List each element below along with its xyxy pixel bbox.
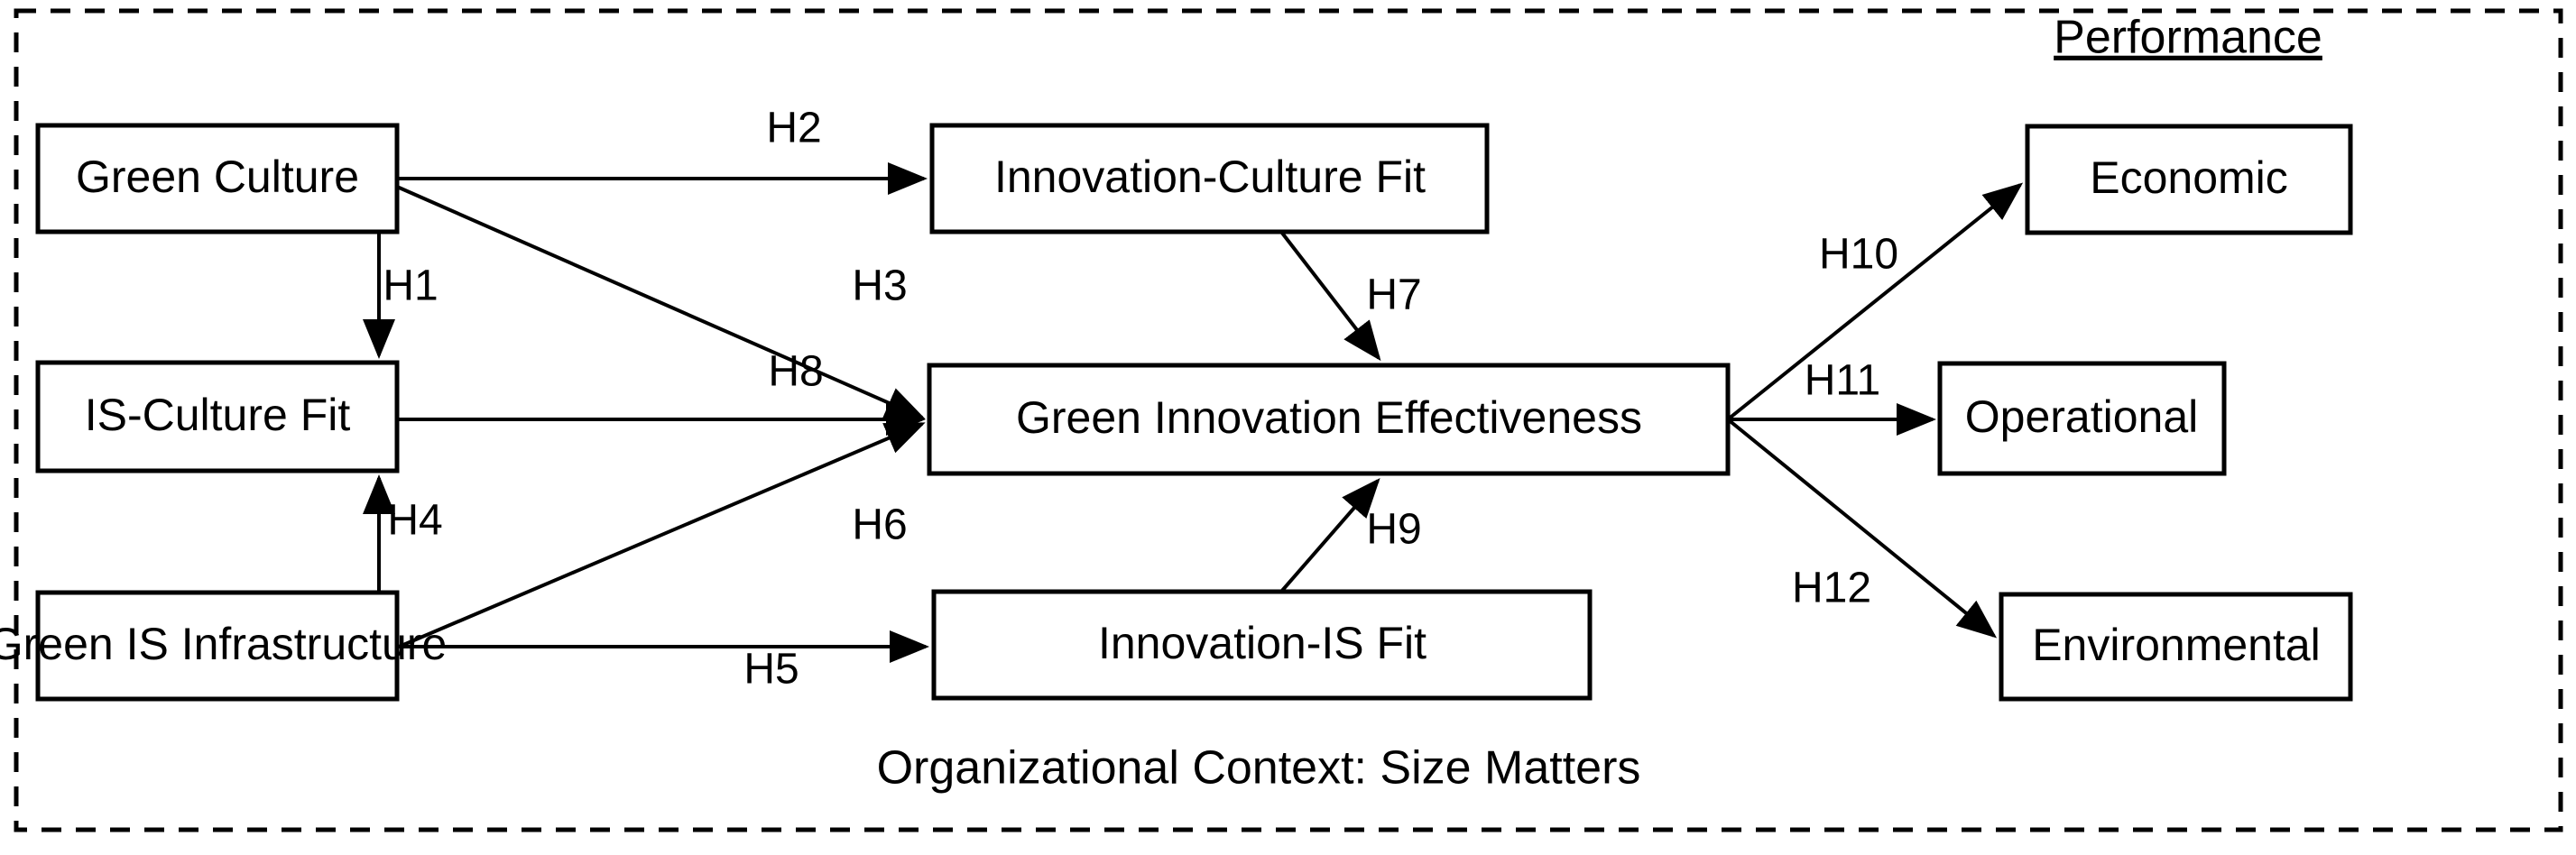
node-green-innovation-effectiveness[interactable]: Green Innovation Effectiveness	[927, 363, 1731, 476]
edge-label-h7: H7	[1366, 271, 1421, 319]
edge-label-h2: H2	[766, 105, 821, 152]
node-label-is-culture-fit: IS-Culture Fit	[85, 390, 351, 440]
node-box-is-culture-fit[interactable]	[35, 360, 400, 473]
node-box-operational[interactable]	[1937, 361, 2227, 476]
performance-group-title: Performance	[2054, 12, 2322, 64]
node-innovation-culture-fit[interactable]: Innovation-Culture Fit	[929, 123, 1490, 234]
node-label-green-culture: Green Culture	[76, 152, 359, 202]
edge-h6-line	[396, 422, 926, 649]
edge-h12-line	[1726, 418, 1998, 639]
node-label-operational: Operational	[1965, 391, 2199, 442]
edge-label-h6: H6	[852, 501, 907, 549]
node-is-culture-fit[interactable]: IS-Culture Fit	[35, 360, 400, 473]
edge-label-h8: H8	[768, 348, 823, 396]
edge-h9-line	[1279, 477, 1380, 593]
node-box-green-is-infrastructure[interactable]	[35, 590, 400, 702]
node-label-green-innovation-effectiveness: Green Innovation Effectiveness	[1016, 392, 1642, 443]
node-label-innovation-is-fit: Innovation-IS Fit	[1098, 618, 1426, 668]
edge-label-h4: H4	[387, 497, 442, 545]
node-environmental[interactable]: Environmental	[1999, 592, 2353, 702]
edge-h3-line	[396, 185, 926, 419]
edge-h7-line	[1279, 230, 1381, 362]
node-economic[interactable]: Economic	[2025, 124, 2353, 235]
node-label-economic: Economic	[2090, 152, 2288, 203]
node-operational[interactable]: Operational	[1937, 361, 2227, 476]
edge-label-h1: H1	[383, 262, 438, 310]
edge-label-h11: H11	[1805, 357, 1881, 405]
edge-label-h12: H12	[1792, 565, 1871, 612]
organizational-context-caption: Organizational Context: Size Matters	[877, 742, 1641, 795]
node-box-innovation-is-fit[interactable]	[931, 589, 1593, 701]
edge-label-h10: H10	[1819, 231, 1898, 279]
node-box-economic[interactable]	[2025, 124, 2353, 235]
node-box-green-culture[interactable]	[35, 123, 400, 234]
node-box-green-innovation-effectiveness[interactable]	[927, 363, 1731, 476]
edge-label-h5: H5	[743, 646, 799, 694]
node-label-environmental: Environmental	[2032, 620, 2321, 670]
node-label-innovation-culture-fit: Innovation-Culture Fit	[994, 152, 1426, 202]
model-boundary-frame	[14, 8, 2563, 832]
node-box-environmental[interactable]	[1999, 592, 2353, 702]
edge-h10-line	[1726, 182, 2024, 421]
node-innovation-is-fit[interactable]: Innovation-IS Fit	[931, 589, 1593, 701]
edge-label-h3: H3	[852, 262, 907, 310]
node-green-culture[interactable]: Green Culture	[35, 123, 400, 234]
node-box-innovation-culture-fit[interactable]	[929, 123, 1490, 234]
edge-label-h9: H9	[1366, 506, 1421, 554]
node-green-is-infrastructure[interactable]: Green IS Infrastructure	[0, 590, 447, 702]
node-label-green-is-infrastructure: Green IS Infrastructure	[0, 619, 447, 669]
